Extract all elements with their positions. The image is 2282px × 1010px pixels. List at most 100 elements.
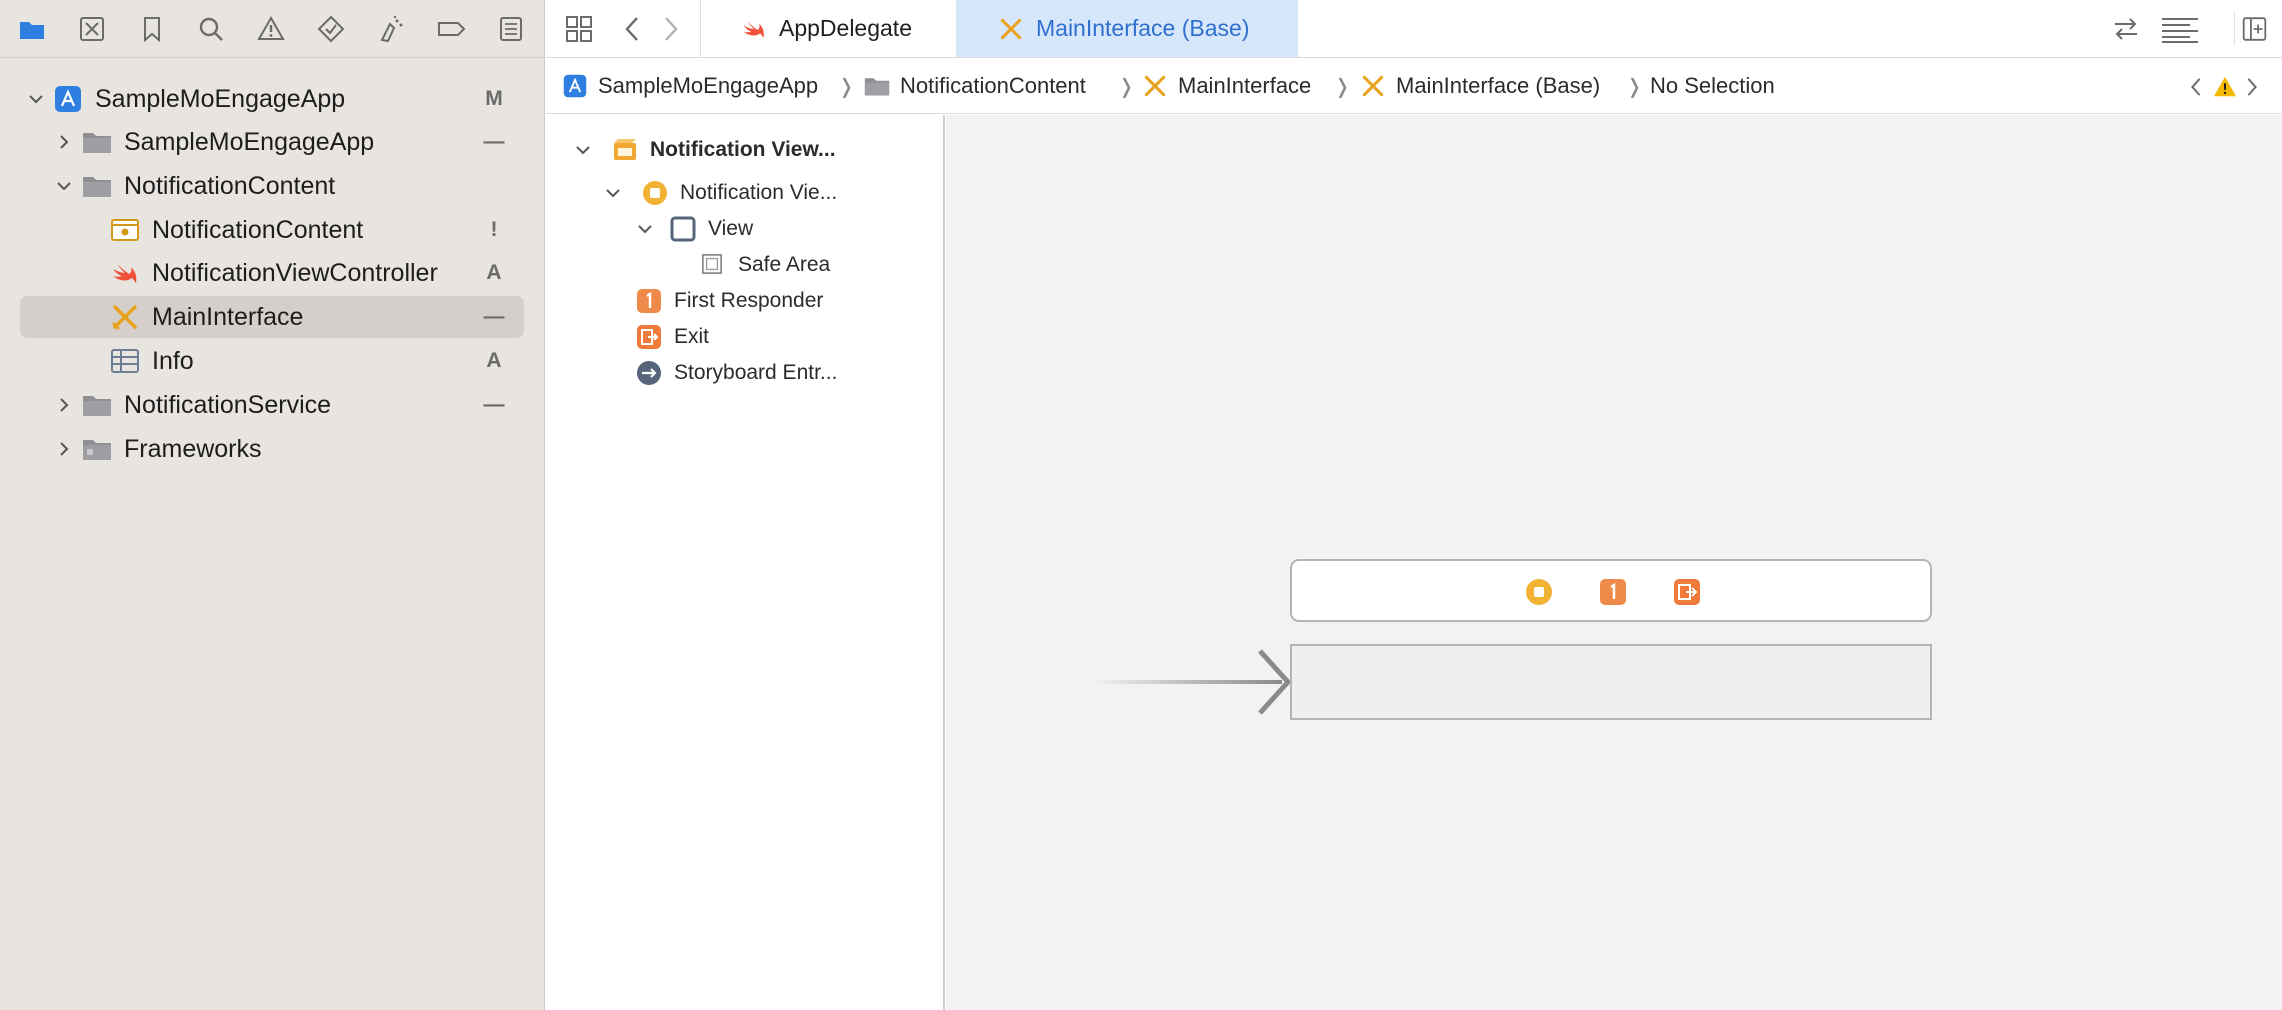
- breadcrumb-selection[interactable]: No Selection: [1650, 70, 1775, 102]
- chevron-right-icon: ❭: [838, 76, 855, 98]
- tree-row-file[interactable]: NotificationContent !: [20, 209, 524, 251]
- test-icon[interactable]: [314, 13, 348, 45]
- outline-label: View: [708, 217, 754, 240]
- folder-icon: [864, 73, 890, 99]
- storyboard-entry-arrow[interactable]: [1092, 645, 1292, 719]
- app-project-icon: [562, 73, 588, 99]
- breakpoint-icon[interactable]: [434, 13, 468, 45]
- forward-button[interactable]: [657, 12, 685, 46]
- debug-icon[interactable]: [374, 13, 408, 45]
- chevron-right-icon[interactable]: [53, 131, 75, 153]
- chevron-down-icon[interactable]: [604, 184, 624, 202]
- scene-dock[interactable]: [1290, 559, 1932, 622]
- breadcrumb-label: MainInterface: [1178, 73, 1312, 98]
- view-controller-icon[interactable]: [1525, 578, 1553, 606]
- breadcrumb-label: NotificationContent: [900, 73, 1086, 98]
- tree-label: SampleMoEngageApp: [95, 84, 346, 113]
- outline-label: Notification Vie...: [680, 181, 838, 204]
- outline-safe-area[interactable]: Safe Area: [702, 248, 830, 282]
- back-button[interactable]: [618, 12, 646, 46]
- outline-first-responder[interactable]: First Responder: [636, 284, 823, 318]
- app-project-icon: [53, 85, 83, 113]
- breadcrumb: SampleMoEngageApp ❭ NotificationContent …: [546, 58, 2282, 114]
- folder-icon[interactable]: [15, 13, 49, 45]
- tree-label: Info: [152, 346, 194, 375]
- search-icon[interactable]: [194, 13, 228, 45]
- entitlements-icon: [110, 216, 140, 244]
- tab-label: AppDelegate: [779, 15, 912, 41]
- outline-scene[interactable]: Notification View...: [574, 133, 836, 167]
- editor-tab-bar: AppDelegate MainInterface (Base): [546, 0, 2282, 58]
- tree-row-folder[interactable]: NotificationService —: [20, 384, 524, 426]
- chevron-down-icon[interactable]: [574, 141, 594, 159]
- navigator-toolbar: [0, 0, 545, 58]
- outline-view-controller[interactable]: Notification Vie...: [604, 176, 837, 210]
- chevron-right-icon[interactable]: [53, 438, 75, 460]
- swap-icon[interactable]: [2109, 12, 2143, 46]
- storyboard-canvas[interactable]: [946, 115, 2282, 1010]
- add-editor-icon[interactable]: [2234, 12, 2268, 46]
- breadcrumb-storyboard[interactable]: MainInterface: [1142, 70, 1311, 102]
- chevron-right-icon: ❭: [1118, 76, 1135, 98]
- tree-row-folder[interactable]: Frameworks: [20, 428, 524, 470]
- tree-row-file[interactable]: NotificationViewController A: [20, 252, 524, 294]
- tree-label: NotificationViewController: [152, 258, 438, 287]
- status-badge: —: [483, 393, 505, 416]
- warning-icon[interactable]: [2212, 70, 2238, 104]
- tree-row-project[interactable]: SampleMoEngageApp M: [20, 78, 524, 120]
- tree-label: NotificationService: [124, 390, 332, 419]
- bookmark-icon[interactable]: [135, 13, 169, 45]
- chevron-down-icon[interactable]: [25, 88, 47, 110]
- breadcrumb-folder[interactable]: NotificationContent: [864, 70, 1086, 102]
- tree-row-folder[interactable]: NotificationContent: [20, 165, 524, 207]
- storyboard-icon: [110, 303, 140, 331]
- document-outline: Notification View... Notification Vie...…: [546, 115, 945, 1010]
- source-control-icon[interactable]: [75, 13, 109, 45]
- status-badge: A: [486, 261, 502, 284]
- warning-icon[interactable]: [254, 13, 288, 45]
- status-badge: M: [485, 87, 503, 110]
- chevron-right-icon[interactable]: [53, 394, 75, 416]
- breadcrumb-storyboard-base[interactable]: MainInterface (Base): [1360, 70, 1600, 102]
- outline-storyboard-entry[interactable]: Storyboard Entr...: [636, 356, 837, 390]
- safe-area-icon: [702, 254, 724, 276]
- scene-icon: [612, 137, 638, 163]
- editor-options-icon[interactable]: [2160, 12, 2200, 46]
- tree-row-file-selected[interactable]: MainInterface —: [20, 296, 524, 338]
- storyboard-icon: [1142, 73, 1168, 99]
- breadcrumb-label: SampleMoEngageApp: [598, 73, 819, 98]
- chevron-right-icon: ❭: [1626, 76, 1643, 98]
- tree-label: Frameworks: [124, 434, 262, 463]
- status-badge: !: [490, 218, 498, 241]
- outline-label: Storyboard Entr...: [674, 361, 838, 384]
- scene-view[interactable]: [1290, 644, 1932, 720]
- outline-exit[interactable]: Exit: [636, 320, 709, 354]
- first-responder-icon[interactable]: [1599, 578, 1627, 606]
- folder-icon: [82, 128, 112, 156]
- tree-row-file[interactable]: Info A: [20, 340, 524, 382]
- outline-label: Exit: [674, 325, 710, 348]
- report-icon[interactable]: [494, 13, 528, 45]
- outline-view[interactable]: View: [636, 212, 753, 246]
- folder-icon: [82, 435, 112, 463]
- breadcrumb-project[interactable]: SampleMoEngageApp: [562, 70, 818, 102]
- tab-maininterface[interactable]: MainInterface (Base): [956, 0, 1298, 57]
- next-issue-button[interactable]: [2242, 70, 2262, 104]
- view-icon: [670, 216, 696, 242]
- status-badge: —: [483, 305, 505, 328]
- chevron-down-icon[interactable]: [53, 175, 75, 197]
- swift-icon: [741, 16, 767, 42]
- exit-icon[interactable]: [1673, 578, 1701, 606]
- tree-label: MainInterface: [152, 302, 304, 331]
- tree-label: NotificationContent: [152, 215, 364, 244]
- tab-label: MainInterface (Base): [1036, 15, 1250, 41]
- previous-issue-button[interactable]: [2186, 70, 2206, 104]
- related-items-icon[interactable]: [562, 12, 596, 46]
- chevron-down-icon[interactable]: [636, 220, 656, 238]
- outline-label: First Responder: [674, 289, 824, 312]
- storyboard-icon: [1360, 73, 1386, 99]
- tab-appdelegate[interactable]: AppDelegate: [700, 0, 912, 57]
- plist-icon: [110, 347, 140, 375]
- view-controller-icon: [642, 180, 668, 206]
- tree-row-folder[interactable]: SampleMoEngageApp —: [20, 121, 524, 163]
